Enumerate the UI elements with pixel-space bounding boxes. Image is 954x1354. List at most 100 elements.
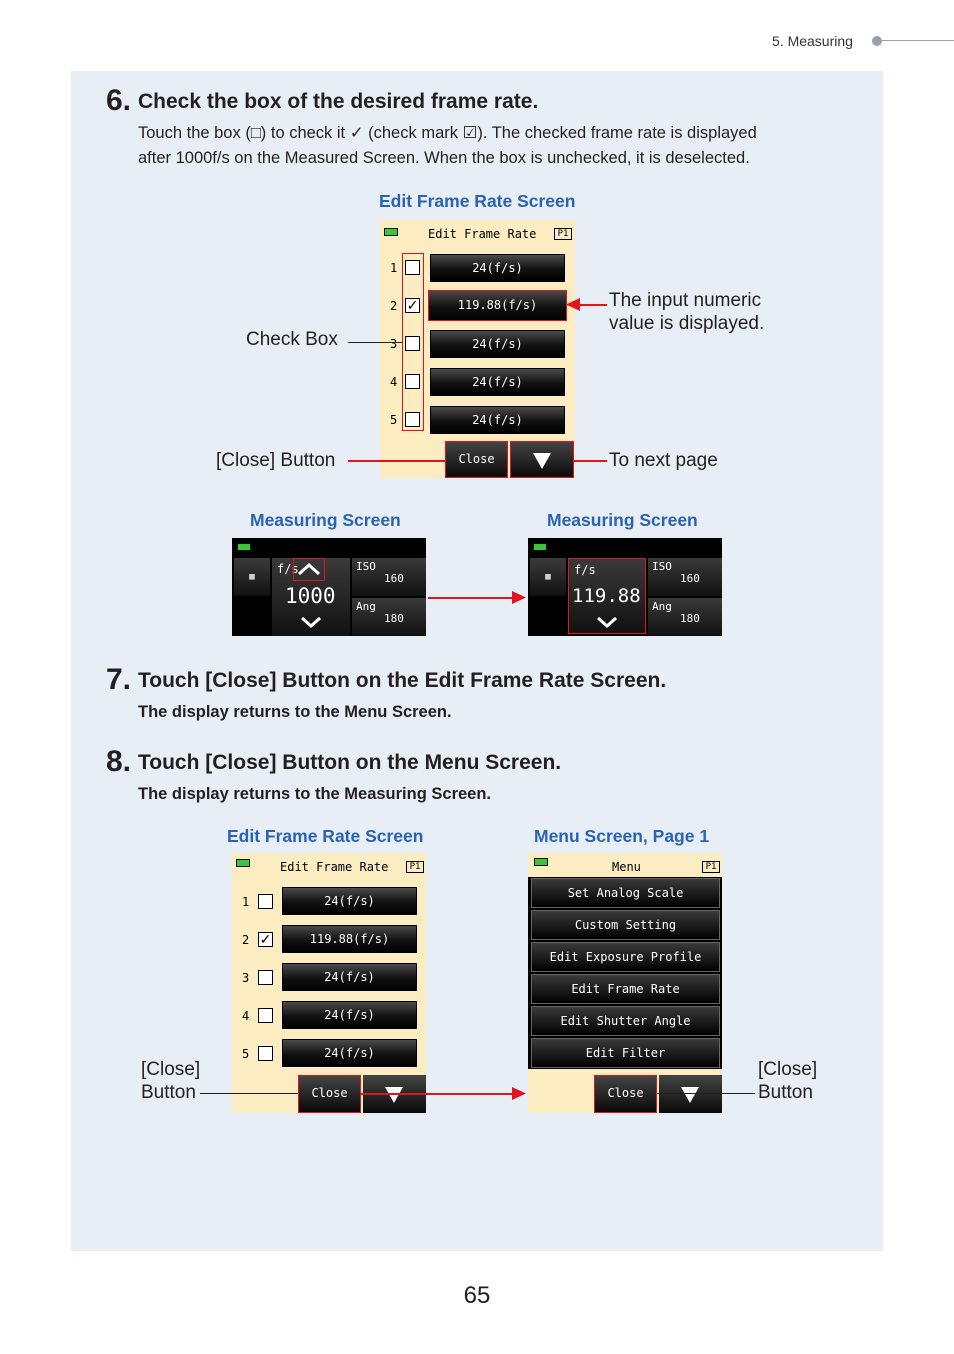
menu-item-set-analog-scale[interactable]: Set Analog Scale (531, 878, 720, 908)
frame-rate-button[interactable]: 24(f/s) (430, 368, 565, 396)
callout-line-checkbox (348, 342, 402, 343)
arrow-right-icon (512, 1087, 526, 1100)
frame-rate-checkbox[interactable] (405, 260, 420, 275)
frame-rate-checkbox[interactable] (405, 336, 420, 351)
frame-rate-checkbox[interactable] (405, 374, 420, 389)
frame-rate-checkbox[interactable] (258, 1008, 273, 1023)
arrow-right-icon (512, 591, 526, 604)
label-next-page: To next page (609, 450, 718, 471)
frame-rate-checkbox[interactable]: ✓ (258, 931, 273, 947)
iso-value: 160 (680, 572, 700, 585)
label-close-right-2: Button (758, 1082, 813, 1103)
frame-rate-checkbox[interactable] (405, 412, 420, 427)
arrow-left-icon (566, 298, 580, 311)
measuring-screen-right: ▦ f/s 119.88 ISO 160 Ang 180 (528, 538, 722, 636)
frame-rate-cell[interactable]: f/s 1000 (272, 558, 350, 636)
frame-rate-checkbox[interactable]: ✓ (405, 297, 420, 313)
page-badge: P1 (406, 861, 424, 873)
callout-line-close (348, 460, 445, 462)
up-arrow-highlight[interactable] (293, 558, 325, 581)
menu-item-edit-shutter-angle[interactable]: Edit Shutter Angle (531, 1006, 720, 1036)
header-divider (882, 40, 954, 41)
iso-cell[interactable]: ISO 160 (352, 558, 426, 596)
frame-rate-button[interactable]: 24(f/s) (282, 963, 417, 991)
iso-value: 160 (384, 572, 404, 585)
battery-icon (534, 858, 548, 866)
frame-rate-button[interactable]: 24(f/s) (282, 887, 417, 915)
caption-edit-frame-rate-2: Edit Frame Rate Screen (227, 826, 424, 846)
angle-cell[interactable]: Ang 180 (352, 598, 426, 636)
callout-line-close-right (657, 1093, 755, 1094)
battery-icon (384, 228, 398, 236)
step7-number: 7. (106, 663, 132, 696)
iso-label: ISO (356, 560, 376, 573)
triangle-down-icon (533, 453, 551, 469)
chevron-down-icon[interactable] (595, 615, 619, 629)
row-number: 2 (242, 933, 250, 947)
label-check-box: Check Box (246, 329, 338, 350)
menu-title-bar (528, 853, 722, 877)
row-number: 4 (390, 375, 398, 389)
transition-line-2 (361, 1093, 514, 1095)
frame-rate-button[interactable]: 24(f/s) (282, 1039, 417, 1067)
frame-rate-checkbox[interactable] (258, 1046, 273, 1061)
unit-label: f/s (574, 563, 596, 577)
checkbox-column-highlight (402, 253, 424, 431)
screen-title: Edit Frame Rate (280, 860, 389, 874)
step7-desc: The display returns to the Menu Screen. (138, 703, 452, 721)
row-number: 1 (390, 261, 398, 275)
transition-line (428, 597, 514, 599)
label-input-numeric-2: value is displayed. (609, 313, 765, 334)
caption-edit-frame-rate: Edit Frame Rate Screen (379, 191, 576, 211)
close-button[interactable]: Close (298, 1075, 361, 1113)
label-close-left-1: [Close] (141, 1059, 201, 1080)
caption-menu-screen: Menu Screen, Page 1 (534, 826, 710, 846)
menu-item-edit-frame-rate[interactable]: Edit Frame Rate (531, 974, 720, 1004)
chevron-up-icon (297, 562, 321, 576)
step6-title: Check the box of the desired frame rate. (138, 90, 539, 113)
battery-icon (236, 859, 250, 867)
row-number: 1 (242, 895, 250, 909)
edit-frame-rate-screen-top: Edit Frame Rate P1 1 24(f/s) 2 ✓ 119.88(… (380, 220, 575, 478)
angle-value: 180 (384, 612, 404, 625)
frame-rate-button[interactable]: 119.88(f/s) (428, 290, 567, 321)
close-button[interactable]: Close (594, 1075, 657, 1113)
menu-item-edit-filter[interactable]: Edit Filter (531, 1038, 720, 1068)
frame-rate-value: 1000 (285, 584, 336, 608)
menu-item-edit-exposure-profile[interactable]: Edit Exposure Profile (531, 942, 720, 972)
iso-label: ISO (652, 560, 672, 573)
menu-screen: Menu P1 Set Analog Scale Custom Setting … (528, 853, 722, 1113)
step8-number: 8. (106, 745, 132, 778)
section-header: 5. Measuring (772, 33, 853, 49)
cine-mode-icon[interactable]: ▦ (530, 558, 566, 596)
chevron-down-icon[interactable] (299, 615, 323, 629)
row-number: 5 (242, 1047, 250, 1061)
angle-label: Ang (652, 600, 672, 613)
edit-frame-rate-screen-bottom: Edit Frame Rate P1 1 24(f/s) 2 ✓ 119.88(… (232, 853, 426, 1113)
frame-rate-button[interactable]: 24(f/s) (430, 330, 565, 358)
frame-rate-checkbox[interactable] (258, 894, 273, 909)
cine-mode-icon[interactable]: ▦ (234, 558, 270, 596)
angle-cell[interactable]: Ang 180 (648, 598, 722, 636)
step8-title: Touch [Close] Button on the Menu Screen. (138, 751, 562, 774)
iso-cell[interactable]: ISO 160 (648, 558, 722, 596)
caption-measuring-right: Measuring Screen (547, 510, 698, 530)
next-page-button[interactable] (510, 441, 574, 478)
page-badge: P1 (554, 228, 572, 240)
step6-number: 6. (106, 84, 132, 117)
menu-item-custom-setting[interactable]: Custom Setting (531, 910, 720, 940)
frame-rate-button[interactable]: 119.88(f/s) (282, 925, 417, 953)
row-number: 5 (390, 413, 398, 427)
next-page-button[interactable] (659, 1075, 722, 1113)
measuring-screen-left: ▦ f/s 1000 ISO 160 Ang 180 (232, 538, 426, 636)
header-dot-icon (872, 36, 882, 46)
row-number: 4 (242, 1009, 250, 1023)
frame-rate-button[interactable]: 24(f/s) (282, 1001, 417, 1029)
frame-rate-cell[interactable]: f/s 119.88 (568, 558, 646, 634)
close-button[interactable]: Close (445, 441, 508, 478)
frame-rate-button[interactable]: 24(f/s) (430, 254, 565, 282)
callout-line-close-left (200, 1093, 298, 1094)
frame-rate-checkbox[interactable] (258, 970, 273, 985)
label-input-numeric-1: The input numeric (609, 290, 762, 311)
frame-rate-button[interactable]: 24(f/s) (430, 406, 565, 434)
